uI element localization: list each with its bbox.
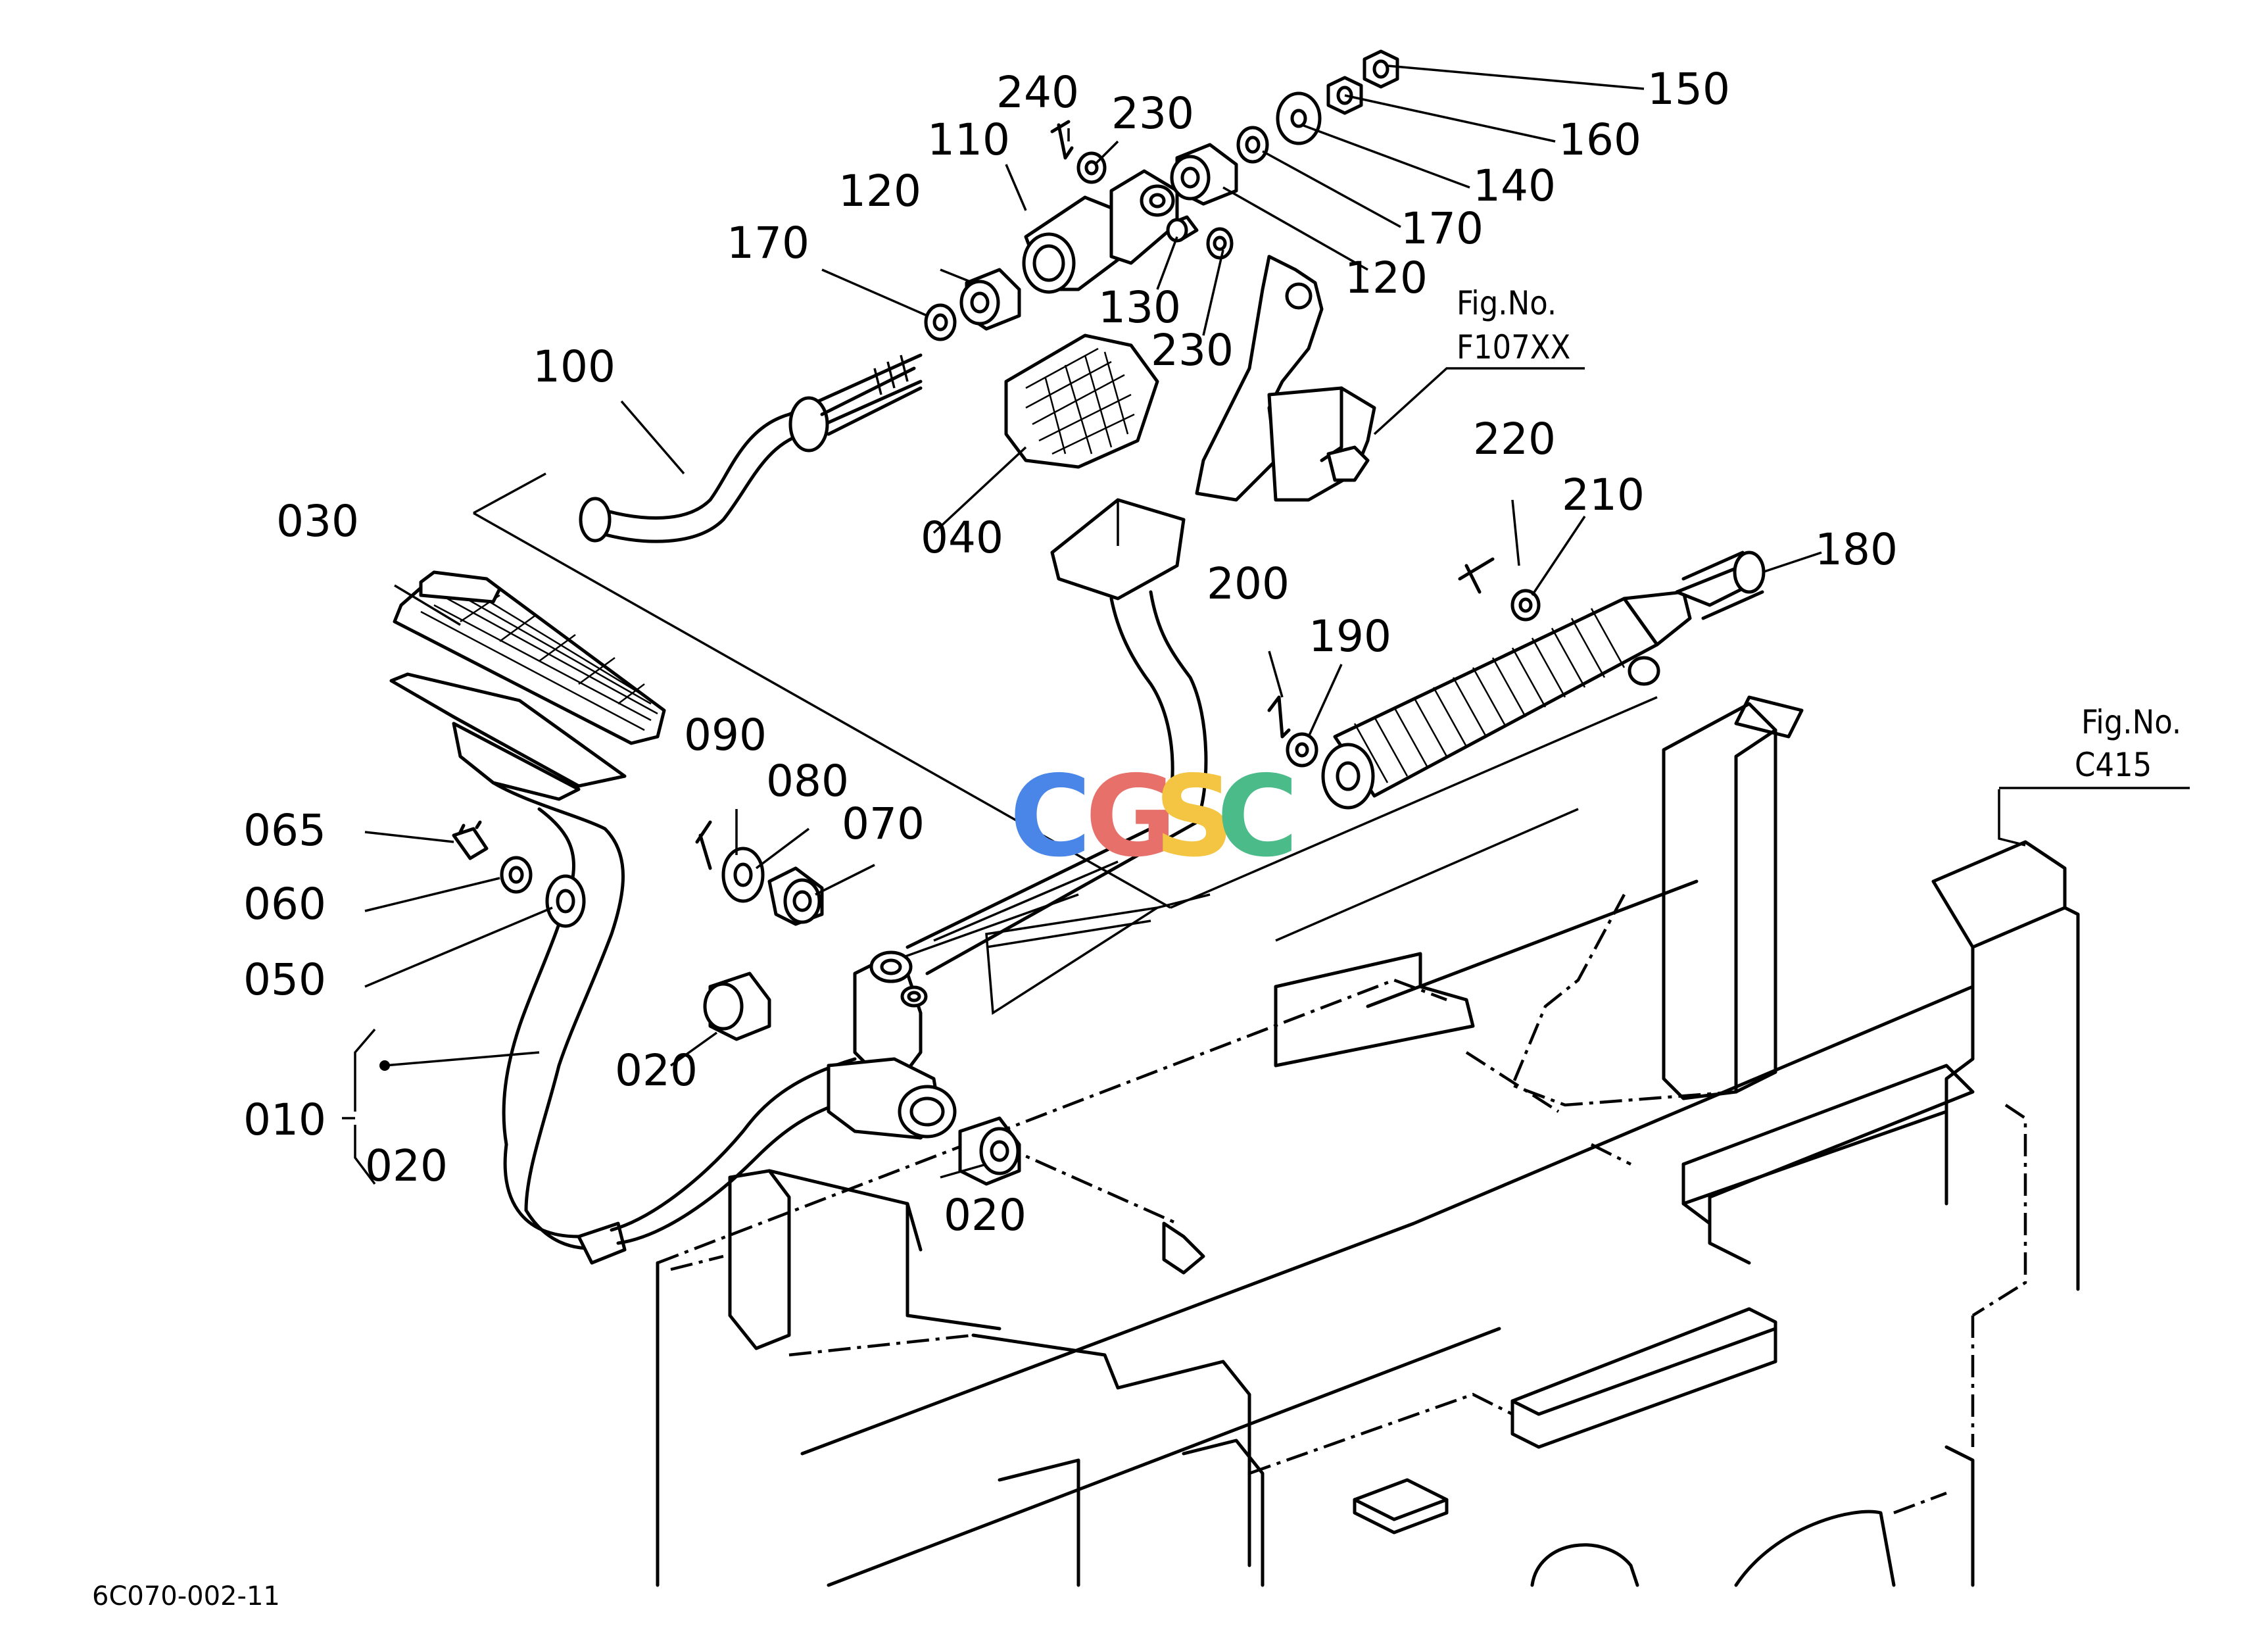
part-label: 210 [1562, 470, 1645, 520]
part-label: 170 [727, 218, 809, 268]
part-label: 160 [1558, 114, 1641, 165]
watermark-letter-2: G [1085, 752, 1177, 882]
part-label: 190 [1309, 611, 1391, 662]
part-label: 170 [1401, 203, 1484, 254]
chassis-frame [656, 695, 2080, 1587]
part-label: 020 [615, 1045, 698, 1096]
part-label: 020 [944, 1190, 1026, 1241]
pedal-030 [389, 570, 857, 1265]
part-label: 010 [243, 1094, 326, 1145]
part-label: 200 [1207, 558, 1290, 609]
spring-180 [1267, 551, 1766, 810]
pedal-040 [905, 333, 1208, 975]
assembly-planes [473, 472, 1658, 1016]
part-label: 065 [243, 805, 326, 856]
figure-references: Fig.No. F107XX Fig.No. C415 [1457, 284, 2190, 789]
part-labels: 150 160 140 170 120 240 230 110 120 170 … [243, 64, 1898, 1241]
part-label: 060 [243, 879, 326, 929]
small-parts-left [342, 820, 1021, 1186]
part-label: 110 [927, 114, 1010, 165]
rod-100-linkage [579, 49, 1399, 543]
bracket-f107xx [1195, 255, 1376, 502]
drawing-code: 6C070-002-11 [92, 1581, 280, 1611]
part-label: 180 [1815, 524, 1898, 575]
watermark: C G S C [1009, 752, 1299, 882]
leader-lines [364, 64, 2026, 1179]
part-label: 140 [1473, 160, 1556, 211]
fig-ref-1-id: F107XX [1457, 328, 1570, 366]
part-label: 080 [766, 756, 849, 806]
fig-ref-1-prefix: Fig.No. [1457, 284, 1556, 322]
part-label: 230 [1111, 88, 1194, 139]
part-label: 130 [1098, 282, 1181, 333]
part-label: 220 [1473, 414, 1556, 464]
part-label: 120 [838, 166, 921, 216]
part-label: 100 [533, 341, 615, 392]
part-label: 230 [1151, 325, 1234, 376]
watermark-letter-3: S [1154, 752, 1234, 882]
part-label: 070 [842, 799, 925, 849]
watermark-letter-4: C [1217, 752, 1299, 882]
fig-ref-2-id: C415 [2075, 746, 2152, 784]
part-label: 040 [921, 512, 1003, 563]
part-label: 090 [684, 710, 767, 760]
part-label: 120 [1345, 253, 1428, 303]
part-label: 050 [243, 954, 326, 1005]
part-label: 030 [276, 496, 359, 547]
fig-ref-2-prefix: Fig.No. [2081, 703, 2181, 741]
part-label: 020 [365, 1141, 448, 1191]
pedal-boss [827, 950, 957, 1140]
part-label: 240 [996, 67, 1079, 118]
watermark-letter-1: C [1009, 752, 1092, 882]
part-label: 150 [1647, 64, 1730, 114]
